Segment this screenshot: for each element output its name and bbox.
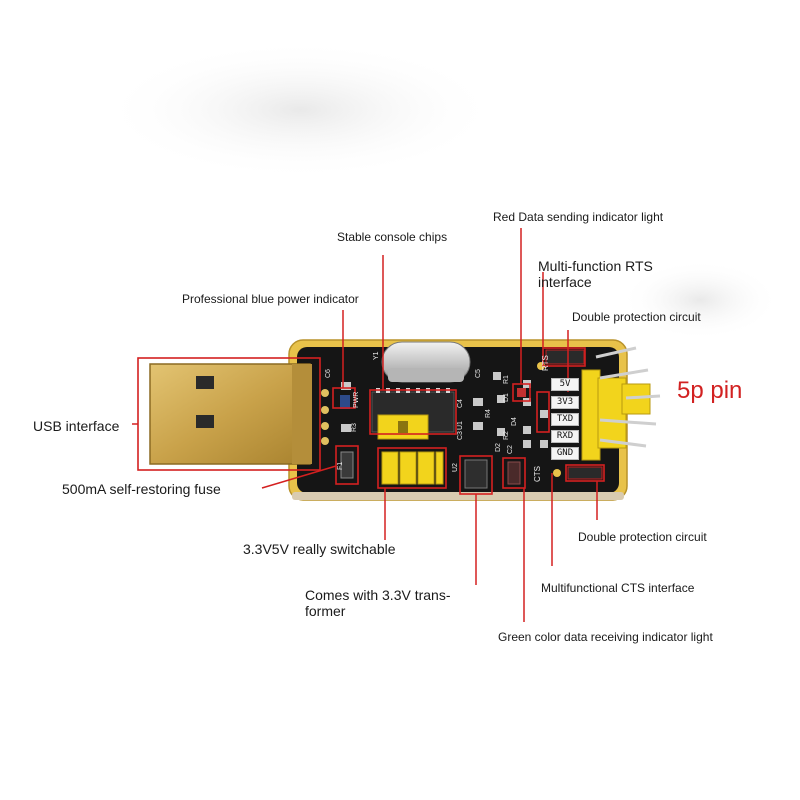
silk-ref: R4 (485, 409, 492, 418)
voltage-switch-header (381, 451, 444, 485)
red-led (517, 388, 526, 397)
cts-highlight-box (565, 464, 605, 482)
usb-hole (196, 415, 214, 428)
fuse-highlight-box (335, 445, 359, 485)
board-bottom-edge (292, 492, 624, 500)
background-glow (100, 40, 500, 180)
power-led (340, 395, 350, 409)
crystal-oscillator-base (388, 368, 464, 382)
silk-ref: D1 (503, 393, 510, 402)
fuse (340, 451, 354, 479)
voltage-regulator (464, 459, 488, 489)
power-led-highlight-box (332, 387, 356, 409)
label-switch: 3.3V5V really switchable (243, 541, 396, 557)
label-usb: USB interface (33, 418, 120, 434)
silk-cts: CTS (533, 466, 542, 482)
label-protection-top: Double protection circuit (572, 310, 701, 324)
silk-y1: Y1 (373, 351, 380, 360)
usb-pad (321, 389, 329, 397)
usb-hole (196, 376, 214, 389)
green-led-highlight-box (502, 457, 526, 489)
silk-ref: C6 (325, 369, 332, 378)
label-cts: Multifunctional CTS interface (541, 581, 695, 595)
leader-fuse (261, 465, 337, 489)
label-fuse: 500mA self-restoring fuse (62, 481, 221, 497)
label-rts: Multi-function RTS interface (538, 258, 653, 291)
usb-pad (321, 437, 329, 445)
silk-ref: R2 (503, 431, 510, 440)
pin-label-5v: 5V (551, 378, 579, 391)
green-led (507, 461, 521, 485)
pin-label-rxd: RXD (551, 430, 579, 443)
silk-ref: D4 (511, 417, 518, 426)
silk-ref: C5 (475, 369, 482, 378)
silk-pwr: PWR (353, 392, 360, 408)
silk-rts: RTS (541, 355, 550, 371)
silk-ref: R3 (351, 423, 358, 432)
pin-label-txd: TXD (551, 413, 579, 426)
label-protection-bottom: Double protection circuit (578, 530, 707, 544)
rts-pad (545, 349, 585, 365)
voltage-jumper-slot (398, 421, 408, 433)
cts-pad (567, 466, 603, 480)
pin-label-gnd: GND (551, 447, 579, 460)
label-transformer: Comes with 3.3V trans-former (305, 587, 451, 620)
label-green-led: Green color data receiving indicator lig… (498, 630, 713, 644)
label-console-chip: Stable console chips (337, 230, 448, 244)
silk-ref: D2 (495, 443, 502, 452)
pin-label-3v3: 3V3 (551, 396, 579, 409)
silk-ref: C4 (457, 399, 464, 408)
silk-ref: C3 (457, 431, 464, 440)
silk-ref: R1 (503, 375, 510, 384)
usb-highlight-box (137, 357, 321, 471)
rts-highlight-box (542, 347, 586, 367)
usb-connector-edge (292, 364, 312, 464)
label-power-led: Professional blue power indicator (182, 292, 359, 306)
cts-via (553, 469, 561, 477)
silk-ref: C2 (507, 445, 514, 454)
pin-header (581, 346, 661, 461)
label-red-led: Red Data sending indicator light (493, 210, 664, 224)
chip-highlight-box (369, 389, 457, 435)
usb-connector-body (149, 363, 311, 465)
usb-pad (321, 406, 329, 414)
protection-highlight-box (536, 391, 550, 433)
usb-pad (321, 422, 329, 430)
silk-ref: F1 (337, 462, 344, 470)
silk-u2: U2 (452, 463, 459, 472)
label-pins: 5p pin (677, 377, 743, 404)
silk-u1: U1 (457, 421, 464, 430)
background-glow (620, 260, 780, 340)
switch-highlight-box (377, 447, 447, 489)
